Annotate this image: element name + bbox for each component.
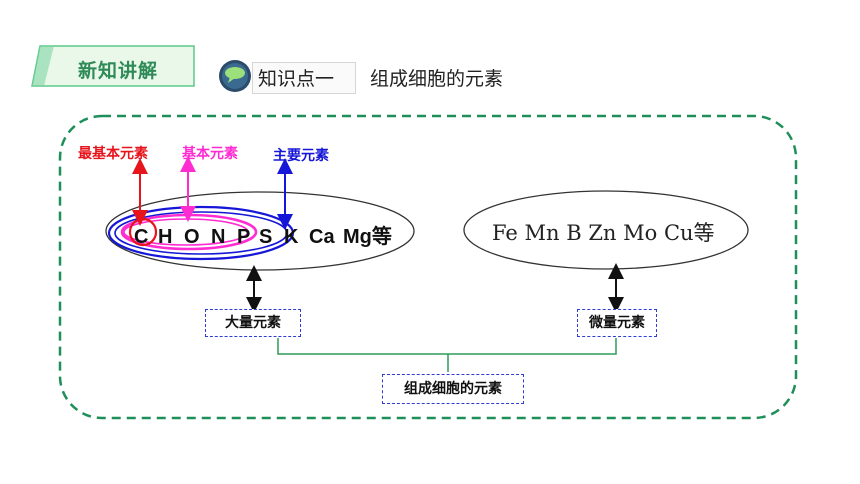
cell-elements-box: 组成细胞的元素 [382,374,524,404]
element-s: S [259,226,273,248]
major-elements-box: 大量元素 [205,309,301,337]
main-elements-ring [107,205,295,261]
grouping-bracket [277,338,617,372]
element-mg: Mg等 [343,226,392,248]
diagram-frame [58,114,798,420]
element-p: P [237,226,251,248]
main-elements-ring-inner [114,211,288,255]
knowledge-point-box [252,62,356,94]
speech-bubble-icon [219,60,251,92]
most-basic-label: 最基本元素 [78,146,148,162]
knowledge-point-label: 知识点一 [258,68,335,90]
trace-elements-text: Fe Mn B Zn Mo Cu等 [492,221,715,245]
element-o: O [184,226,200,248]
trace-elements-box: 微量元素 [577,309,657,337]
knowledge-point-title: 组成细胞的元素 [370,68,504,90]
element-n: N [211,226,226,248]
basic-label: 基本元素 [182,146,238,162]
trace-elements-ellipse [463,190,749,270]
section-tag-label: 新知讲解 [78,60,159,82]
section-tag [31,45,195,87]
element-c: C [134,226,149,248]
element-h: H [158,226,173,248]
main-label: 主要元素 [273,148,329,164]
element-ca: Ca [309,226,335,248]
element-k: K [284,226,299,248]
